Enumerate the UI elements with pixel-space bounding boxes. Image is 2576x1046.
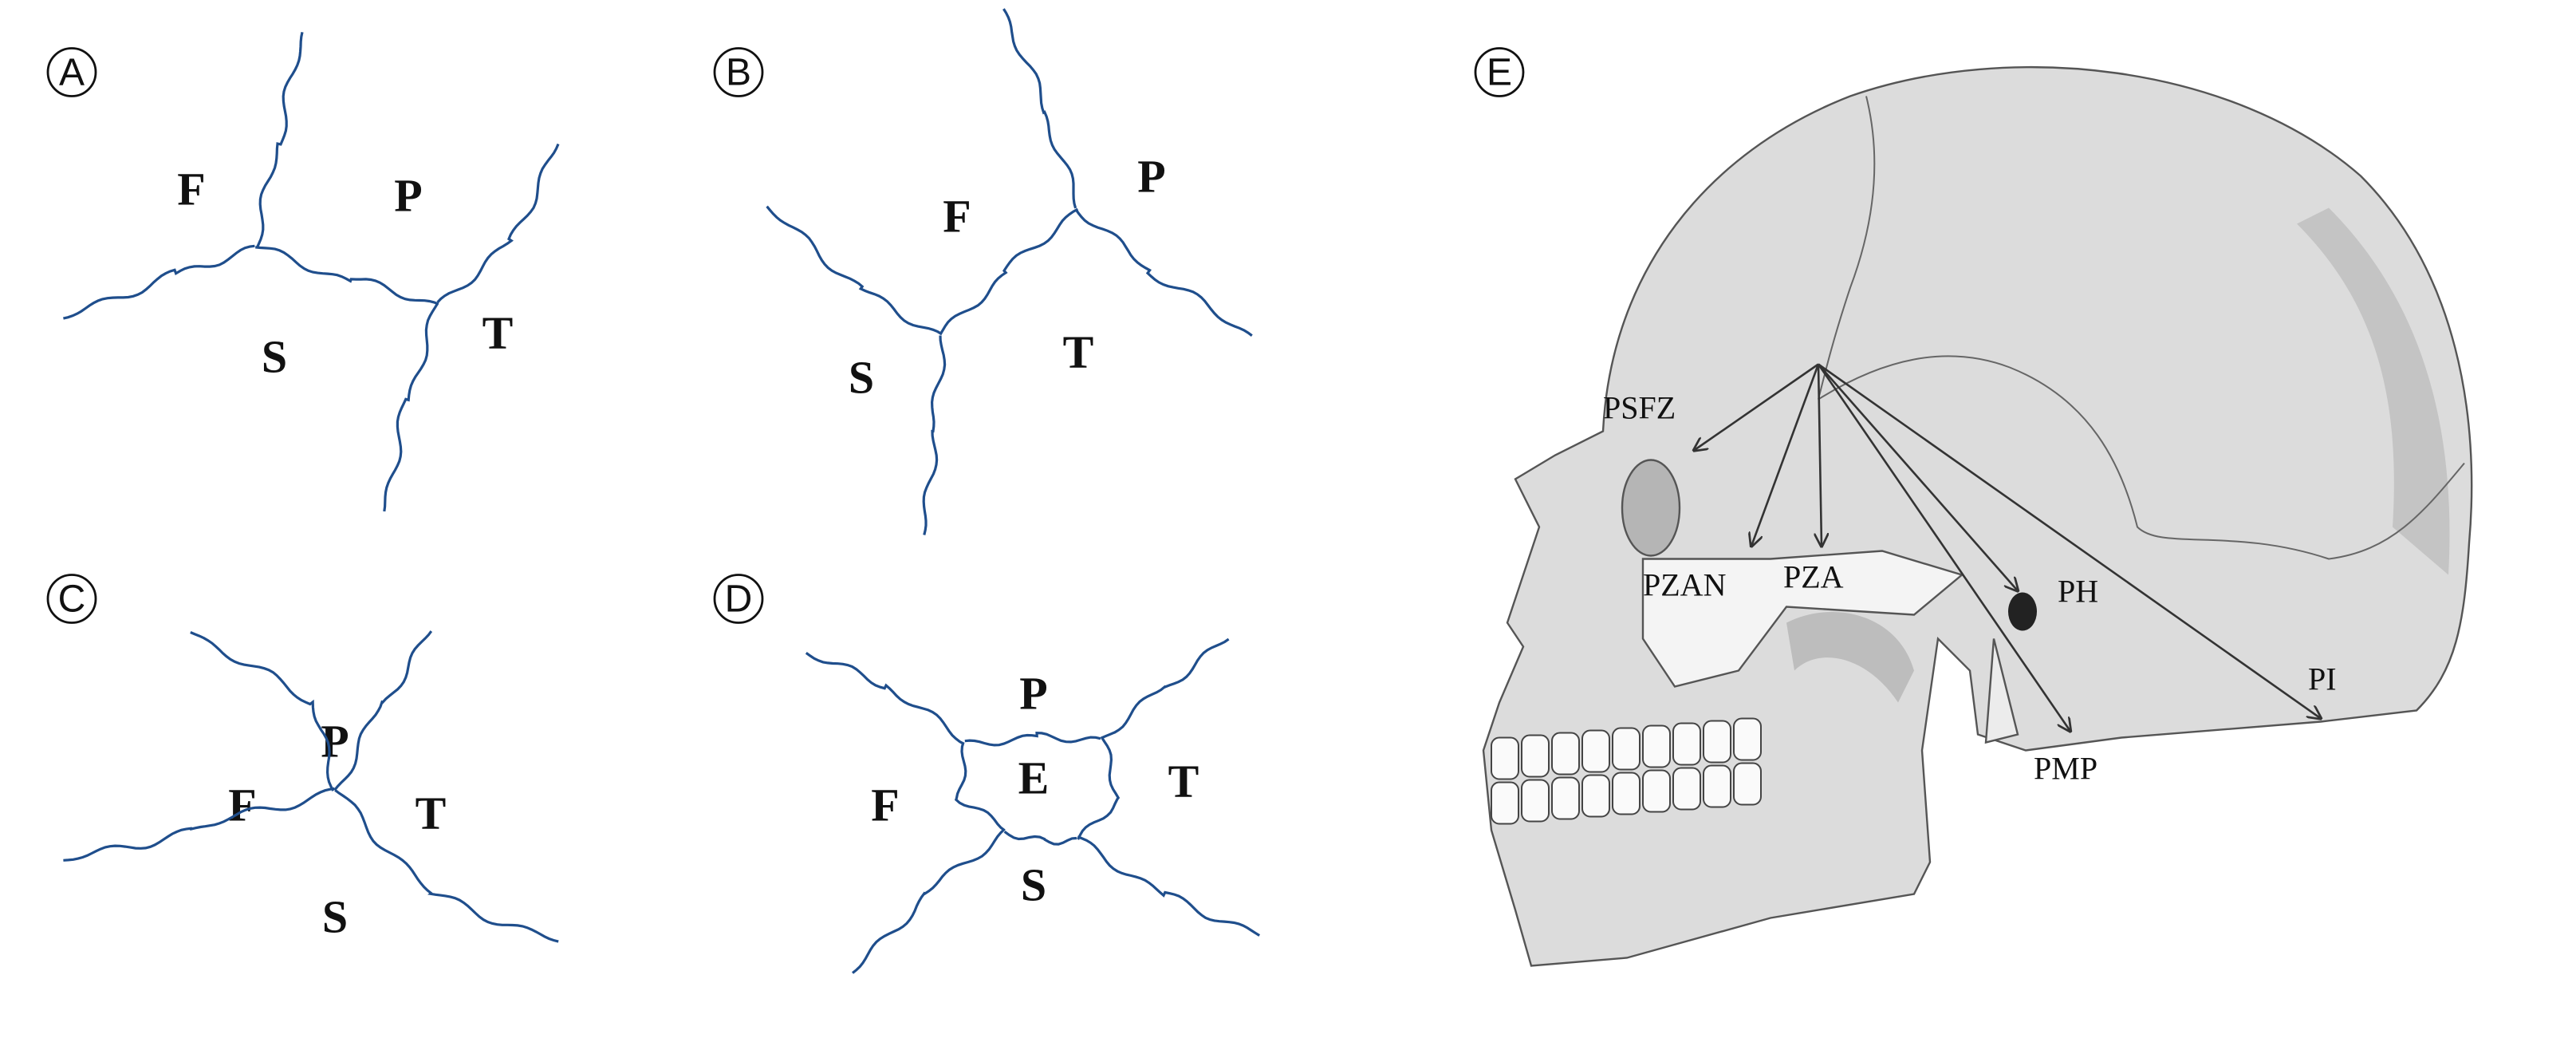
suture-line <box>334 789 559 943</box>
landmark-arrow <box>1818 364 1822 547</box>
tooth <box>1612 727 1641 771</box>
panel-b: B F P S T <box>713 47 1166 404</box>
suture-line <box>939 207 1079 336</box>
panel-d: D P E F T S <box>713 574 1199 911</box>
skull-shadow <box>2297 207 2450 575</box>
tooth <box>1672 722 1701 766</box>
coronal-suture <box>1818 96 1876 400</box>
suture-line <box>333 630 433 791</box>
tooth <box>1642 769 1671 813</box>
suture-line <box>63 244 255 320</box>
tooth <box>1491 736 1519 780</box>
sutures <box>63 8 1261 974</box>
tooth <box>1521 734 1550 778</box>
landmark-arrow <box>1818 363 2018 591</box>
external-acoustic-meatus <box>2008 592 2037 631</box>
landmark-arrows <box>1694 363 2321 732</box>
tooth <box>1551 776 1580 820</box>
region-frontal: F <box>177 164 205 215</box>
suture-line <box>1077 835 1261 937</box>
suture-line <box>383 302 439 512</box>
panel-label-e: E <box>1487 52 1512 94</box>
region-frontal: F <box>943 191 971 243</box>
suture-line <box>190 631 335 791</box>
panel-label-c: C <box>58 578 86 621</box>
panel-label-d: D <box>725 578 753 621</box>
zygomatic-arch <box>1641 550 1964 688</box>
region-epipteric: E <box>1018 752 1050 804</box>
region-sphenoid: S <box>262 331 287 383</box>
tooth <box>1703 764 1731 808</box>
region-parietal: P <box>1137 151 1165 203</box>
region-temporal: T <box>1063 326 1094 378</box>
tooth <box>1733 762 1762 806</box>
suture-line <box>805 652 965 745</box>
tooth <box>1672 767 1701 811</box>
suture-line <box>63 787 335 862</box>
suture-line <box>436 143 560 304</box>
suture-line <box>964 732 1101 747</box>
squamosal-suture <box>1818 355 2465 560</box>
suture-line <box>1002 8 1077 209</box>
region-sphenoid: S <box>849 352 874 404</box>
panel-label-circle <box>46 574 97 624</box>
region-temporal: T <box>1168 756 1199 807</box>
landmark-arrow <box>1818 363 2321 719</box>
suture-line <box>954 741 1006 832</box>
teeth <box>1491 717 1762 825</box>
orbit <box>1621 459 1681 557</box>
region-sphenoid: S <box>1021 859 1046 911</box>
tooth <box>1521 779 1550 823</box>
tooth <box>1612 772 1641 815</box>
landmark-ph: PH <box>2058 574 2098 610</box>
landmark-arrow <box>1751 364 1820 547</box>
region-parietal: P <box>1019 668 1047 720</box>
panel-c: C P F T S <box>46 574 447 943</box>
panel-label-circle <box>713 574 764 624</box>
suture-line <box>255 246 439 306</box>
panel-e: E PSFZ PZAN PZA PH PMP PI <box>1474 47 2473 967</box>
tooth <box>1551 732 1580 776</box>
tooth <box>1581 729 1610 773</box>
panel-label-b: B <box>726 52 751 94</box>
suture-line <box>1077 736 1121 840</box>
suture-line <box>922 335 947 535</box>
panel-label-a: A <box>59 52 85 94</box>
suture-line <box>255 31 304 249</box>
region-temporal: T <box>416 787 447 839</box>
tooth <box>1733 717 1762 761</box>
skull-illustration <box>1482 66 2473 967</box>
region-frontal: F <box>228 780 256 831</box>
region-parietal: P <box>321 716 349 768</box>
landmark-psfz: PSFZ <box>1603 390 1676 426</box>
tooth <box>1581 774 1610 818</box>
suture-line <box>1100 637 1230 740</box>
region-frontal: F <box>871 780 899 831</box>
region-temporal: T <box>483 307 514 359</box>
panel-label-circle <box>46 47 97 97</box>
landmark-arrow <box>1694 363 1819 451</box>
suture-line <box>852 828 1006 974</box>
landmark-pzan: PZAN <box>1643 567 1726 603</box>
suture-line <box>766 205 943 336</box>
panel-label-circle <box>1474 47 1525 97</box>
landmark-arrow <box>1817 363 2070 732</box>
tooth <box>1703 720 1731 764</box>
landmark-pmp: PMP <box>2034 751 2097 787</box>
tooth <box>1491 781 1519 825</box>
region-sphenoid: S <box>322 891 348 943</box>
landmark-pza: PZA <box>1783 559 1844 595</box>
panel-label-circle <box>713 47 764 97</box>
styloid-process <box>1984 638 2019 744</box>
tooth <box>1642 724 1671 768</box>
region-parietal: P <box>394 170 422 222</box>
suture-line <box>1074 208 1253 337</box>
panel-a: A F P S T <box>46 47 514 383</box>
suture-line <box>1003 831 1077 846</box>
landmark-pi: PI <box>2308 661 2337 697</box>
coronoid-notch <box>1786 612 1914 703</box>
